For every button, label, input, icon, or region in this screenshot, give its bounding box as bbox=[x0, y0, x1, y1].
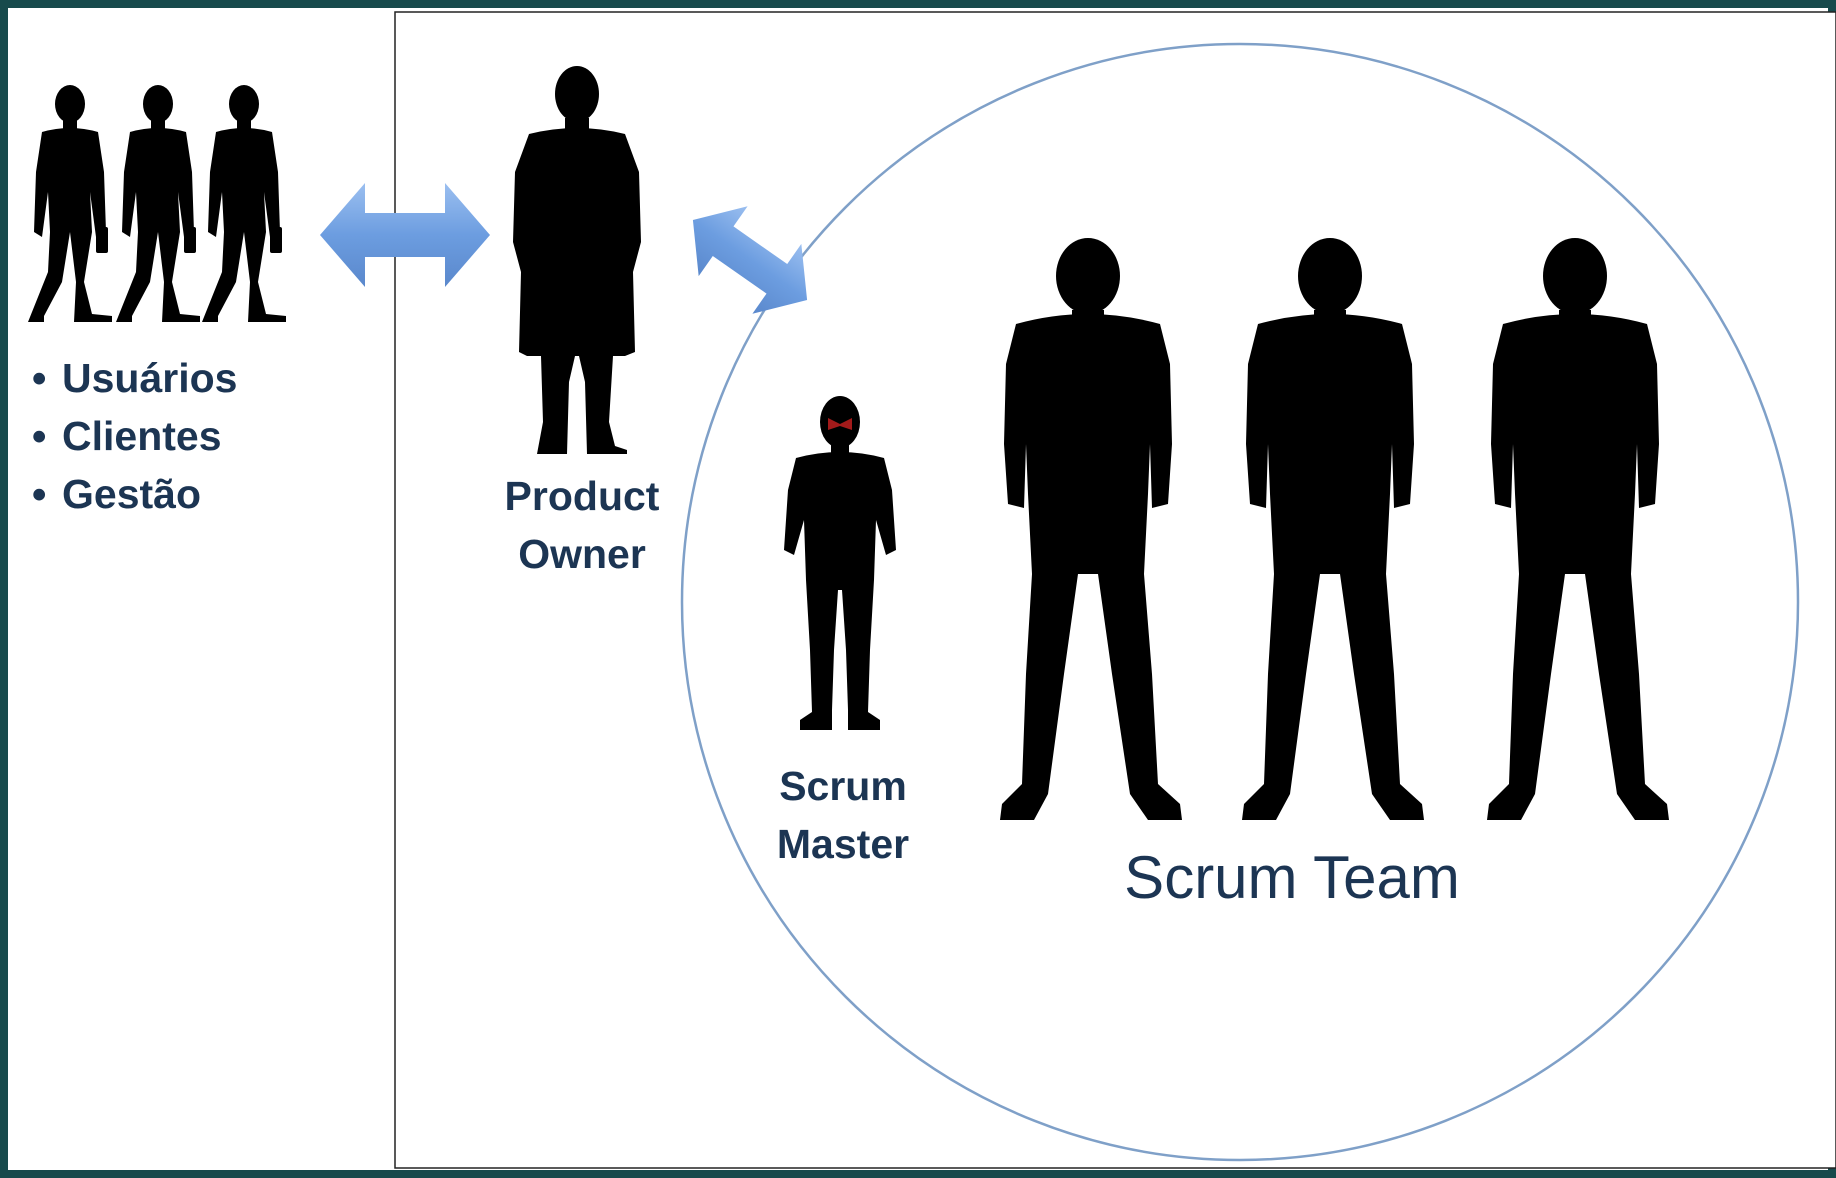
scrum-master-label-line1: Scrum bbox=[779, 763, 907, 809]
bowtie-icon bbox=[828, 418, 852, 430]
stakeholder-list: • Usuários • Clientes • Gestão bbox=[32, 355, 237, 517]
scrum-master-label-line2: Master bbox=[777, 821, 909, 867]
product-owner-label-line1: Product bbox=[505, 473, 660, 519]
scrum-team-circle bbox=[680, 42, 1800, 1162]
stakeholder-bullet: • bbox=[32, 471, 46, 517]
scrum-team-label: Scrum Team bbox=[1124, 844, 1460, 911]
product-owner-label-line2: Owner bbox=[518, 531, 646, 577]
stakeholder-item-gestao: Gestão bbox=[62, 471, 201, 517]
stakeholder-item-usuarios: Usuários bbox=[62, 355, 237, 401]
stakeholder-bullet: • bbox=[32, 413, 46, 459]
stakeholder-item-clientes: Clientes bbox=[62, 413, 222, 459]
stakeholder-bullet: • bbox=[32, 355, 46, 401]
